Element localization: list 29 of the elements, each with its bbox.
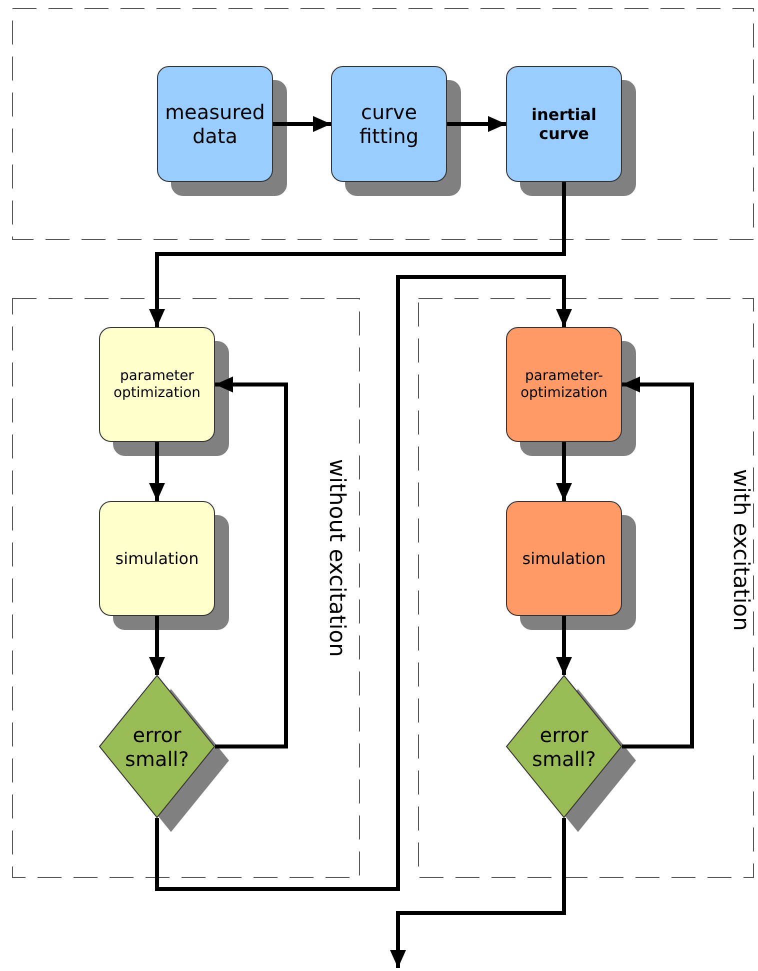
arrow [556,616,572,675]
group-label: with excitation [727,469,754,631]
process-box [506,66,622,182]
node-label: error small? [124,722,190,770]
process-box [157,66,273,182]
arrow [622,376,694,748]
arrow [215,376,288,748]
arrow [149,442,165,501]
process-box [506,501,622,616]
node-label: curve fitting [358,100,420,148]
arrow [155,275,572,891]
node-label: parameter-optimization [519,368,609,402]
node-label: error small? [531,722,597,770]
process-box [99,501,215,616]
node-label: measured data [164,100,266,148]
arrow [273,116,331,132]
arrow [149,616,165,675]
group-label: without excitation [323,459,350,657]
node-label: simulation [114,548,200,568]
arrow [149,182,566,327]
arrow [556,442,572,501]
arrow [447,116,506,132]
process-box [506,327,622,442]
node-label: simulation [521,548,607,568]
process-box [99,327,215,442]
node-label: parameter optimization [112,368,202,402]
node-label: inertial curve [530,104,598,144]
arrow [390,818,566,968]
process-box [331,66,447,182]
